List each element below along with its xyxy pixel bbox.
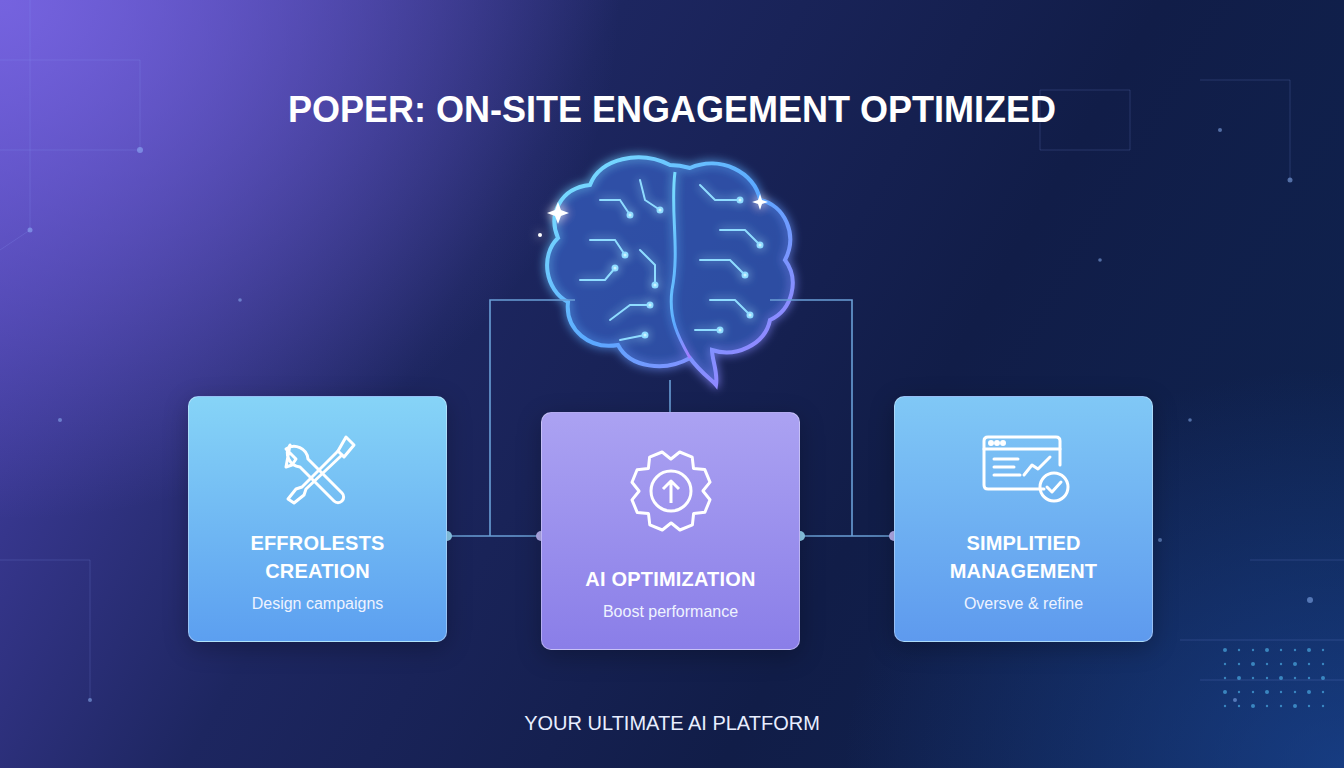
- grid-dot: [1224, 663, 1226, 665]
- feature-box: EFFROLESTS CREATION Design campaigns: [188, 396, 447, 642]
- grid-dot: [1251, 662, 1255, 666]
- circuit-traces: [580, 180, 763, 340]
- grid-dot: [1307, 648, 1311, 652]
- box-subtitle: Boost performance: [603, 601, 738, 623]
- circuit-node: [748, 313, 753, 318]
- grid-dot: [1224, 677, 1226, 679]
- circuit-node: [653, 283, 658, 288]
- grid-dot: [1280, 705, 1282, 707]
- box-subtitle: Oversve & refine: [964, 593, 1083, 615]
- grid-dot: [1294, 649, 1296, 651]
- grid-dot: [1252, 691, 1254, 693]
- grid-dot: [1252, 649, 1254, 651]
- circuit-trace: [620, 335, 645, 340]
- dashboard-icon: [974, 431, 1074, 511]
- grid-dot: [1224, 705, 1226, 707]
- circuit-node: [648, 303, 653, 308]
- grid-dot: [1223, 648, 1227, 652]
- circuit-node: [613, 266, 618, 271]
- grid-dot: [1322, 691, 1324, 693]
- box-heading: EFFROLESTS CREATION: [218, 529, 418, 585]
- grid-dot: [1238, 705, 1240, 707]
- grid-dot: [1223, 690, 1227, 694]
- grid-dot: [1322, 649, 1324, 651]
- tools-icon: [268, 431, 368, 511]
- box-subtitle: Design campaigns: [252, 593, 384, 615]
- dot-grid: [1223, 648, 1325, 708]
- diagram-title: POPER: ON-SITE ENGAGEMENT OPTIMIZED: [0, 88, 1344, 132]
- connector-line: [800, 535, 894, 537]
- circuit-node: [658, 208, 663, 213]
- box-heading: AI OPTIMIZATION: [571, 565, 771, 593]
- feature-box: SIMPLITIED MANAGEMENT Oversve & refine: [894, 396, 1153, 642]
- network-lines: [0, 0, 1344, 700]
- grid-dot: [1279, 676, 1283, 680]
- grid-dot: [1308, 705, 1310, 707]
- circuit-trace: [590, 240, 625, 255]
- gear-outline: [632, 452, 710, 530]
- circuit-trace: [580, 268, 615, 280]
- grid-dot: [1321, 676, 1325, 680]
- grid-dot: [1294, 677, 1296, 679]
- circuit-trace: [700, 260, 745, 275]
- diagram-caption: YOUR ULTIMATE AI PLATFORM: [0, 710, 1344, 736]
- grid-dot: [1237, 676, 1241, 680]
- circuit-node: [643, 333, 648, 338]
- circuit-trace: [600, 200, 630, 215]
- grid-dot: [1266, 705, 1268, 707]
- circuit-node: [718, 328, 723, 333]
- grid-dot: [1252, 677, 1254, 679]
- grid-dot: [1308, 663, 1310, 665]
- circuit-node: [628, 213, 633, 218]
- grid-dot: [1308, 677, 1310, 679]
- grid-dot: [1307, 690, 1311, 694]
- grid-dot: [1251, 704, 1255, 708]
- circuit-node: [738, 198, 743, 203]
- grid-dot: [1238, 691, 1240, 693]
- grid-dot: [1266, 677, 1268, 679]
- grid-dot: [1293, 662, 1297, 666]
- circuit-trace: [720, 230, 760, 245]
- circuit-trace: [700, 185, 740, 200]
- grid-dot: [1322, 705, 1324, 707]
- circuit-trace: [640, 180, 660, 210]
- circuit-trace: [695, 329, 720, 331]
- circuit-node: [623, 253, 628, 258]
- grid-dot: [1238, 649, 1240, 651]
- gear-icon: [621, 441, 721, 541]
- grid-dot: [1293, 704, 1297, 708]
- grid-dot: [1265, 690, 1269, 694]
- box-heading: SIMPLITIED MANAGEMENT: [924, 529, 1124, 585]
- grid-dot: [1280, 649, 1282, 651]
- grid-dot: [1280, 663, 1282, 665]
- brain-illustration: [538, 158, 793, 385]
- feature-box: AI OPTIMIZATION Boost performance: [541, 412, 800, 650]
- grid-dot: [1238, 663, 1240, 665]
- connector-line: [447, 535, 541, 537]
- grid-dot: [1266, 663, 1268, 665]
- sparkles: [538, 194, 768, 237]
- grid-dot: [1280, 691, 1282, 693]
- circuit-node: [758, 243, 763, 248]
- grid-dot: [1294, 691, 1296, 693]
- circuit-trace: [610, 305, 650, 320]
- grid-dot: [1322, 663, 1324, 665]
- circuit-node: [743, 273, 748, 278]
- network-dots: [28, 128, 1314, 702]
- grid-dot: [1265, 648, 1269, 652]
- circuit-trace: [640, 250, 655, 285]
- circuit-trace: [710, 300, 750, 315]
